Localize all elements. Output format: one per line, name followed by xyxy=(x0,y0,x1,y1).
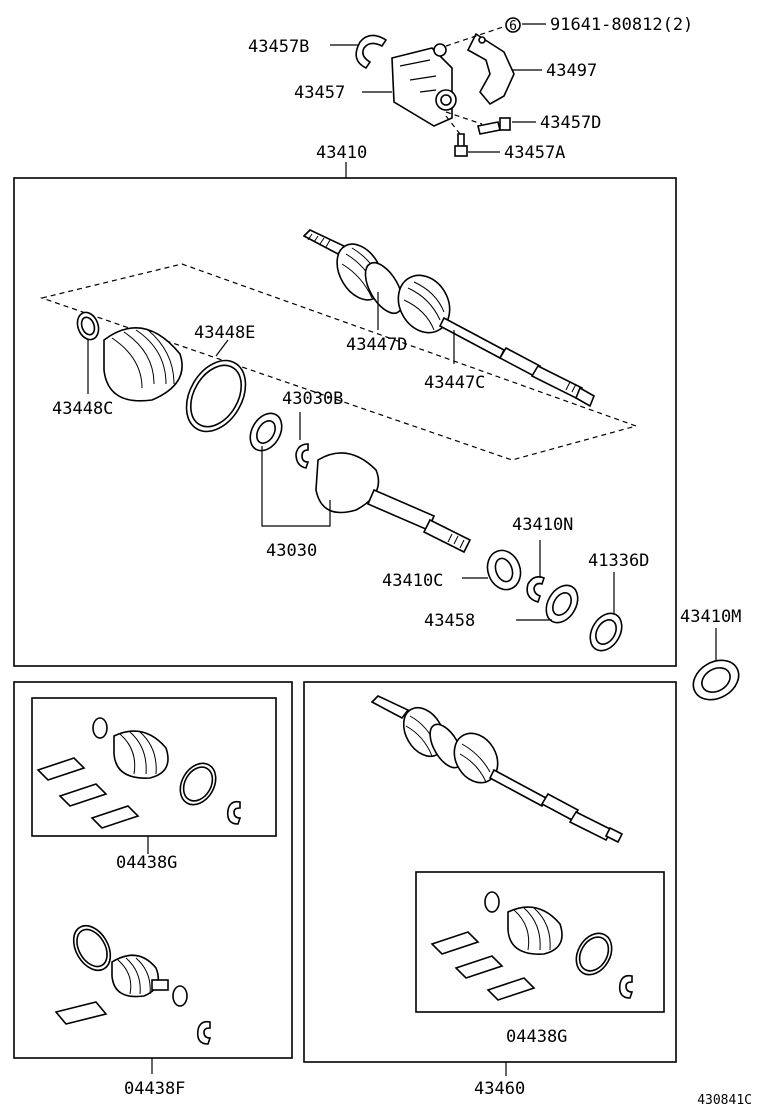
label-04438G-left: 04438G xyxy=(116,853,177,873)
label-43030: 43030 xyxy=(266,541,317,561)
boot-kit-04438G-left-inner xyxy=(31,697,277,837)
boot-kit-04438G-right-parts[interactable] xyxy=(430,891,634,1001)
label-04438F: 04438F xyxy=(124,1079,185,1099)
label-91641-80812: 91641-80812(2) xyxy=(550,15,693,35)
boot-kit-outline xyxy=(39,263,638,461)
boot-kit-04438G-left-parts[interactable] xyxy=(36,717,242,829)
bearing-bracket-43457[interactable] xyxy=(391,47,453,127)
bolt-marker-icon xyxy=(505,17,521,33)
label-04438G-right: 04438G xyxy=(506,1027,567,1047)
label-43497: 43497 xyxy=(546,61,597,81)
label-43410: 43410 xyxy=(316,143,367,163)
bracket-assembly: 6 xyxy=(330,17,546,157)
bracket-plate-43497[interactable] xyxy=(466,32,515,106)
snap-ring-43410N[interactable] xyxy=(526,576,545,603)
drive-shaft-upper[interactable] xyxy=(302,229,596,408)
label-43448E: 43448E xyxy=(194,323,255,343)
outer-joint-43030[interactable] xyxy=(315,452,472,554)
label-43457: 43457 xyxy=(294,83,345,103)
boot-clamp-43448E[interactable] xyxy=(174,350,257,442)
label-43447C: 43447C xyxy=(424,373,485,393)
label-43457B: 43457B xyxy=(248,37,309,57)
label-43458: 43458 xyxy=(424,611,475,631)
seal-41336D[interactable] xyxy=(584,608,628,657)
label-43410C: 43410C xyxy=(382,571,443,591)
bearing-43410C[interactable] xyxy=(482,546,526,595)
snap-ring-43457B[interactable] xyxy=(355,34,388,70)
boot-kit-04438F-parts[interactable] xyxy=(54,919,212,1045)
label-43030B: 43030B xyxy=(282,389,343,409)
boot-kit-box-left xyxy=(13,681,293,1059)
label-43457D: 43457D xyxy=(540,113,601,133)
tripod-43030B[interactable] xyxy=(244,408,288,457)
label-43410N: 43410N xyxy=(512,515,573,535)
diagram-reference-code: 430841C xyxy=(697,1093,752,1108)
label-43457A: 43457A xyxy=(504,143,565,163)
seal-43458[interactable] xyxy=(540,580,584,629)
label-41336D: 41336D xyxy=(588,551,649,571)
bolt-marker-text: 6 xyxy=(509,19,517,34)
boot-clamp-43448C[interactable] xyxy=(74,309,102,342)
seal-43410M[interactable] xyxy=(686,652,746,707)
drive-shaft-assembly-box xyxy=(13,177,677,667)
label-43447D: 43447D xyxy=(346,335,407,355)
drive-shaft-assembly-43460-box xyxy=(303,681,677,1063)
boot-43448[interactable] xyxy=(103,327,183,402)
label-43460: 43460 xyxy=(474,1079,525,1099)
label-43410M: 43410M xyxy=(680,607,741,627)
label-43448C: 43448C xyxy=(52,399,113,419)
snap-ring[interactable] xyxy=(295,443,310,469)
boot-kit-04438G-right-inner xyxy=(415,871,665,1013)
drive-shaft-43460[interactable] xyxy=(370,695,624,844)
